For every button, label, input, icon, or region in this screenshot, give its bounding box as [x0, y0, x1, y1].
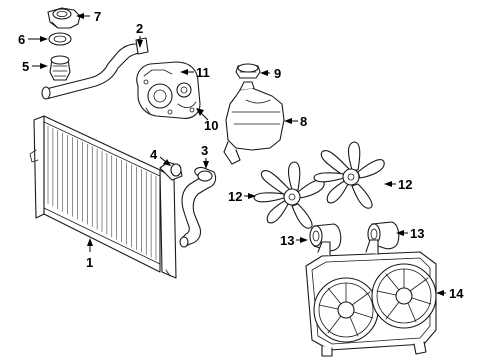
callout-12-right: 12 — [398, 177, 412, 192]
callout-13-right: 13 — [410, 226, 424, 241]
upper-radiator-hose — [41, 37, 149, 100]
cooling-fan-left — [253, 161, 325, 229]
callout-3: 3 — [201, 143, 208, 158]
thermostat-housing — [47, 7, 81, 29]
callout-13-left: 13 — [280, 233, 294, 248]
callout-leaders — [28, 13, 446, 296]
callout-4: 4 — [150, 147, 158, 162]
fan-motor-right — [367, 221, 400, 250]
thermostat — [49, 55, 71, 81]
callout-7: 7 — [94, 9, 101, 24]
callout-12-left: 12 — [228, 189, 242, 204]
thermostat-gasket — [48, 32, 72, 46]
radiator — [29, 115, 183, 279]
callout-9: 9 — [274, 66, 281, 81]
reservoir-cap — [235, 63, 261, 79]
cooling-fan-right — [313, 141, 385, 209]
fan-shroud — [305, 239, 437, 357]
callout-11: 11 — [196, 65, 210, 80]
callout-1: 1 — [86, 255, 93, 270]
callout-labels: 7 6 5 2 11 10 9 8 4 3 1 12 12 13 13 14 — [18, 9, 464, 301]
callout-2: 2 — [136, 21, 143, 36]
coolant-reservoir — [223, 81, 285, 165]
water-pump-housing — [136, 61, 201, 119]
callout-8: 8 — [300, 114, 307, 129]
callout-14: 14 — [449, 286, 464, 301]
callout-5: 5 — [22, 59, 29, 74]
callout-6: 6 — [18, 32, 25, 47]
callout-10: 10 — [204, 118, 218, 133]
lower-radiator-hose — [179, 166, 217, 248]
